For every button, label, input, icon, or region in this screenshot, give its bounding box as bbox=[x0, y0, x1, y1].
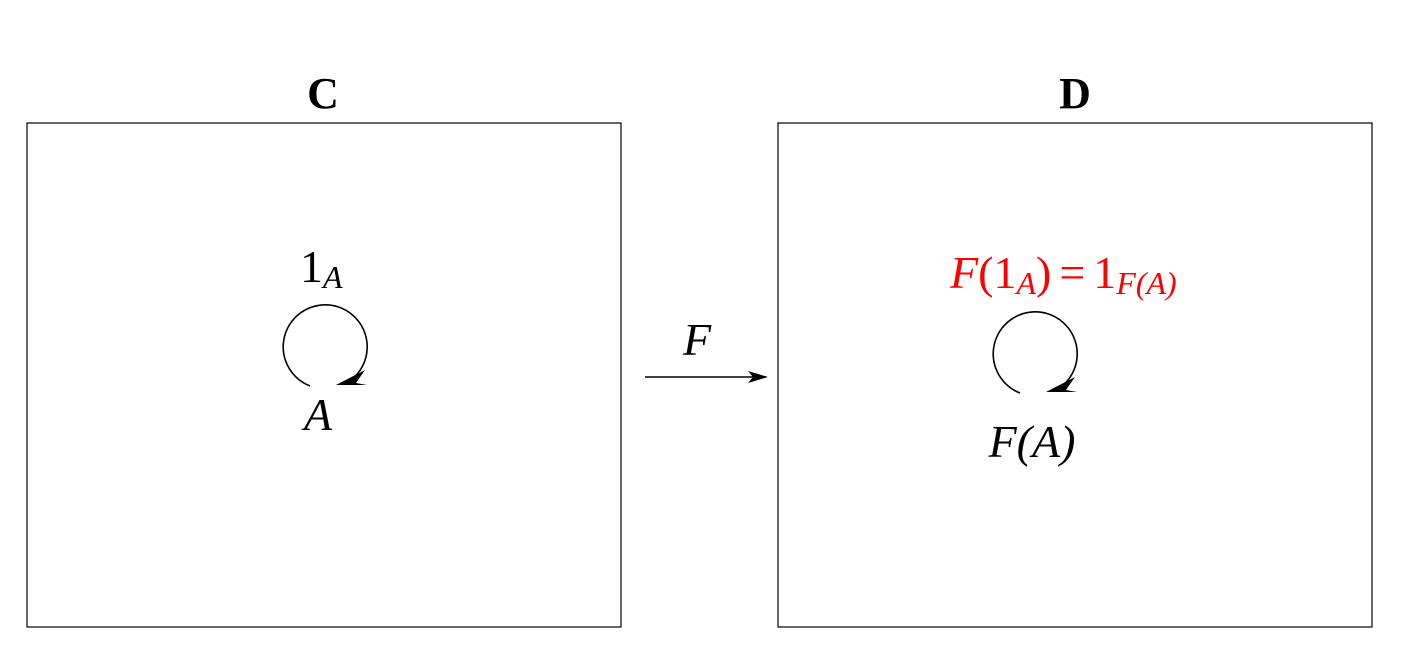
identity-morphism-label: 1A bbox=[300, 241, 343, 295]
equation-lhs-base: 1 bbox=[993, 247, 1016, 298]
identity-loop-d-arrowhead bbox=[1046, 377, 1077, 392]
category-c-title: C bbox=[307, 69, 339, 118]
category-c-box bbox=[26, 122, 622, 628]
functor-identity-equation: F(1A)=1F(A) bbox=[949, 247, 1177, 301]
identity-loop-c-arrowhead bbox=[336, 370, 367, 385]
object-a-label: A bbox=[301, 389, 333, 440]
equation-equals: = bbox=[1059, 247, 1085, 298]
category-d-box bbox=[777, 122, 1373, 628]
equation-lhs-sub: A bbox=[1014, 265, 1036, 301]
identity-morphism-base: 1 bbox=[300, 241, 323, 292]
functor-label: F bbox=[682, 314, 712, 365]
equation-rhs-sub: F(A) bbox=[1115, 265, 1176, 301]
category-d-title: D bbox=[1059, 69, 1091, 118]
equation-rhs-base: 1 bbox=[1093, 247, 1116, 298]
identity-morphism-sub: A bbox=[321, 259, 343, 295]
identity-loop-c bbox=[282, 304, 369, 387]
equation-functor: F bbox=[949, 247, 979, 298]
identity-loop-d bbox=[992, 311, 1079, 394]
object-fa-label: F(A) bbox=[988, 416, 1076, 467]
